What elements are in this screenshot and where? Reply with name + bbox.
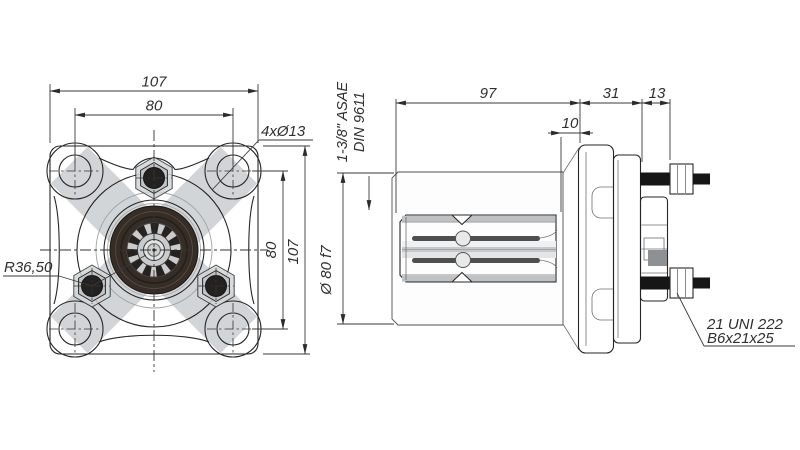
dim-label-width-bolt-holes: 80 (146, 98, 163, 115)
spline-groove-upper (412, 236, 540, 241)
dim-label-spline-end-offset: 10 (562, 115, 579, 132)
pto-shaft (399, 214, 558, 283)
side-view-dimensions: 97 31 13 10 Ø 80 f7 1-3/8" ASAE (318, 81, 795, 347)
rear-hub (639, 196, 669, 302)
dim-shaft-diameter: Ø 80 f7 (318, 172, 394, 325)
dim-width-bolt-holes: 80 (74, 98, 234, 164)
stud-top (640, 163, 710, 195)
label-stud-spec-line1: 21 UNI 222 (706, 316, 784, 333)
dim-spline-end-offset: 10 (548, 115, 593, 136)
callout-corner-holes: 4xØ13 (211, 123, 313, 191)
dim-shaft-length: 97 (395, 85, 581, 106)
spline-groove-lower (412, 258, 540, 263)
pin-notch-bottom (450, 271, 474, 283)
dim-width-outer: 107 (49, 74, 259, 143)
side-view (391, 144, 710, 354)
dim-stud-protrusion: 13 (641, 85, 671, 106)
pin-notch-top (450, 214, 474, 226)
label-spline-spec-line2: DIN 9611 (352, 92, 368, 152)
label-bolt-circle-radius: R36,50 (4, 259, 53, 276)
dim-height-bolt-holes: 80 (252, 170, 288, 330)
corner-hole-bottom-left (49, 303, 101, 355)
label-corner-holes: 4xØ13 (261, 123, 306, 140)
flange-plate-side (577, 144, 615, 354)
spline-highlight (402, 241, 556, 247)
front-view (40, 130, 268, 372)
nut-top (669, 163, 694, 195)
cone-edge-bottom (562, 323, 580, 351)
pin-hole-lower (455, 252, 471, 268)
cone-edge-top (562, 147, 580, 174)
flange-side (577, 144, 669, 354)
front-view-dimensions: 107 80 80 107 4xØ13 (3, 74, 313, 355)
corner-hole-bottom-right (207, 303, 259, 355)
label-stud-spec-line2: B6x21x25 (707, 330, 774, 347)
callout-stud-spec: 21 UNI 222 B6x21x25 (676, 292, 795, 347)
label-spline-spec-line1: 1-3/8" ASAE (335, 81, 351, 162)
dim-label-height-outer: 107 (285, 239, 302, 265)
dim-label-shaft-diameter: Ø 80 f7 (318, 245, 335, 296)
callout-bolt-circle-radius: R36,50 (3, 254, 147, 287)
stud-bottom (640, 267, 710, 299)
nut-bottom (669, 267, 694, 299)
dim-label-width-outer: 107 (141, 74, 167, 91)
dim-height-outer: 107 (263, 145, 310, 355)
dim-label-shaft-length: 97 (480, 85, 497, 102)
dim-label-stud-protrusion: 13 (649, 85, 666, 102)
pin-hole-upper (455, 230, 471, 247)
flange-body-side (612, 154, 642, 344)
dim-label-flange-thickness: 31 (603, 85, 620, 102)
dim-flange-thickness: 31 (579, 85, 643, 106)
dim-label-height-bolt-holes: 80 (263, 241, 280, 258)
bolt-lower-right (197, 264, 235, 308)
callout-spline-spec: 1-3/8" ASAE DIN 9611 (335, 81, 372, 211)
